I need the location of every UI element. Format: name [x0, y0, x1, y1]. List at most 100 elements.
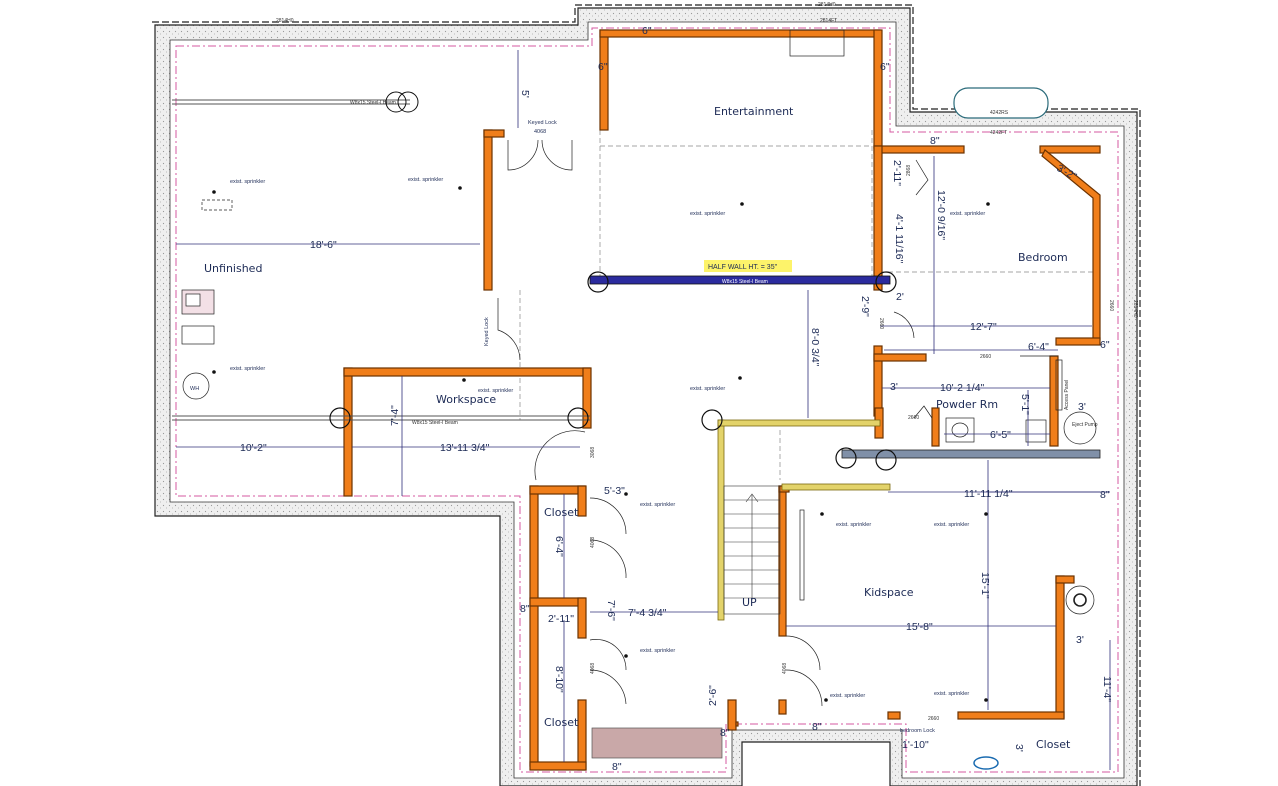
svg-text:8'-0 3/4": 8'-0 3/4" [809, 328, 821, 367]
access-panel-label: Access Panel [1064, 380, 1070, 410]
window-bay-2: 4242FT [990, 130, 1007, 136]
svg-text:1'-10": 1'-10" [902, 739, 929, 751]
svg-text:6": 6" [1100, 339, 1110, 351]
sprinkler-12: exist. sprinkler [824, 693, 865, 702]
door-3068: 3068 [590, 447, 596, 458]
svg-text:exist. sprinkler: exist. sprinkler [478, 388, 513, 394]
svg-text:18'-6": 18'-6" [310, 239, 337, 251]
svg-text:2'-11": 2'-11" [891, 160, 903, 186]
svg-text:2'-6": 2'-6" [707, 685, 719, 706]
svg-text:3': 3' [890, 381, 898, 393]
svg-text:exist. sprinkler: exist. sprinkler [640, 648, 675, 654]
sprinklers: exist. sprinkler exist. sprinkler exist.… [212, 177, 990, 702]
svg-text:exist. sprinkler: exist. sprinkler [830, 693, 865, 699]
svg-text:13'-11 3/4": 13'-11 3/4" [440, 442, 490, 454]
svg-text:6": 6" [598, 61, 608, 73]
sprinkler-8: exist. sprinkler [624, 492, 675, 508]
sprinkler-5: exist. sprinkler [212, 366, 265, 374]
svg-text:6'-4": 6'-4" [1028, 341, 1049, 353]
room-closet-upper: Closet [544, 506, 579, 519]
svg-text:12'-7": 12'-7" [970, 321, 997, 333]
doors [497, 139, 1058, 707]
sprinkler-11: exist. sprinkler [624, 648, 675, 658]
keyed-lock-side: Keyed Lock [484, 317, 490, 346]
window-top-right-2: 2814FT [820, 18, 837, 24]
sprinkler-10: exist. sprinkler [934, 512, 988, 528]
beam-label-top: W8x15 Steel-I Beam [350, 100, 396, 106]
sprinkler-1: exist. sprinkler [212, 179, 265, 194]
sprinkler-7: exist. sprinkler [690, 376, 742, 392]
up-label: UP [742, 596, 757, 609]
svg-text:2'-11": 2'-11" [548, 613, 574, 625]
svg-text:6": 6" [880, 61, 890, 73]
door-2660-c: 2660 [928, 716, 939, 722]
svg-text:6": 6" [642, 25, 652, 37]
svg-text:exist. sprinkler: exist. sprinkler [836, 522, 871, 528]
svg-text:15'-8": 15'-8" [906, 621, 933, 633]
sprinkler-6: exist. sprinkler [462, 378, 513, 394]
room-closet-right: Closet [1036, 738, 1071, 751]
door-2660-e: 2660 [1108, 300, 1114, 311]
svg-text:exist. sprinkler: exist. sprinkler [408, 177, 443, 183]
svg-text:8": 8" [612, 761, 622, 773]
keyed-lock-top-size: 4068 [534, 129, 546, 135]
door-2868: 2868 [906, 165, 912, 176]
door-2660-a: 2660 [980, 354, 991, 360]
sprinkler-2: exist. sprinkler [408, 177, 462, 190]
door-2660-b: 2660 [908, 415, 919, 421]
svg-text:5'-1": 5'-1" [1019, 394, 1031, 415]
outer-dashed-line [152, 4, 1141, 786]
svg-text:10'-2": 10'-2" [240, 442, 267, 454]
svg-text:10'-2 1/4": 10'-2 1/4" [940, 382, 985, 394]
svg-text:8": 8" [930, 135, 940, 147]
svg-text:5': 5' [519, 90, 531, 98]
stairs [723, 485, 781, 615]
svg-text:2': 2' [896, 291, 904, 303]
eject-pump-label: Eject Pump [1072, 422, 1098, 428]
svg-text:exist. sprinkler: exist. sprinkler [690, 211, 725, 217]
room-closet-lower: Closet [544, 716, 579, 729]
half-wall-label: HALF WALL HT. = 35" [708, 264, 778, 271]
svg-text:8": 8" [720, 727, 730, 739]
room-kidspace: Kidspace [864, 586, 914, 599]
sprinkler-13: exist. sprinkler [934, 691, 988, 702]
door-4068-c: 4068 [782, 663, 788, 674]
interior-walls [343, 29, 1101, 771]
bedroom-lock: bedroom Lock [900, 728, 935, 734]
svg-text:6'-4": 6'-4" [553, 536, 565, 557]
svg-text:exist. sprinkler: exist. sprinkler [934, 691, 969, 697]
room-workspace: Workspace [436, 393, 496, 406]
window-top-right: 2814H0 [818, 2, 836, 8]
svg-text:7'-6": 7'-6" [605, 600, 617, 621]
steel-beams [172, 91, 1101, 471]
dimension-lines [176, 50, 1111, 770]
window-right: 2814H0 [1132, 300, 1138, 318]
svg-text:8": 8" [1100, 489, 1110, 501]
door-2660-d: 2660 [878, 318, 884, 329]
wh-label: WH [190, 386, 199, 392]
room-powder: Powder Rm [936, 398, 998, 411]
half-wall-highlight [704, 260, 792, 272]
sprinkler-4: exist. sprinkler [950, 202, 990, 217]
svg-text:exist. sprinkler: exist. sprinkler [690, 386, 725, 392]
window-bay: 4242RS [990, 110, 1009, 116]
svg-text:3': 3' [1076, 634, 1084, 646]
stair-walls [717, 419, 891, 621]
svg-text:8": 8" [520, 603, 530, 615]
svg-text:4'-1 11/16": 4'-1 11/16" [893, 214, 905, 264]
svg-text:exist. sprinkler: exist. sprinkler [950, 211, 985, 217]
sprinkler-3: exist. sprinkler [690, 202, 744, 217]
foundation-wall [154, 7, 1138, 786]
beam-label-work: W8x15 Steel-I Beam [412, 420, 458, 426]
svg-text:11'-11 1/4": 11'-11 1/4" [964, 488, 1013, 500]
svg-text:exist. sprinkler: exist. sprinkler [230, 366, 265, 372]
sprinkler-9: exist. sprinkler [820, 512, 871, 528]
door-4068-a: 4068 [590, 537, 596, 548]
svg-text:11'-4": 11'-4" [1101, 676, 1113, 702]
room-unfinished: Unfinished [204, 262, 262, 275]
svg-text:8": 8" [812, 721, 822, 733]
svg-text:15'-1": 15'-1" [979, 572, 991, 599]
svg-text:6'-5": 6'-5" [990, 429, 1011, 441]
room-entertainment: Entertainment [714, 105, 794, 118]
